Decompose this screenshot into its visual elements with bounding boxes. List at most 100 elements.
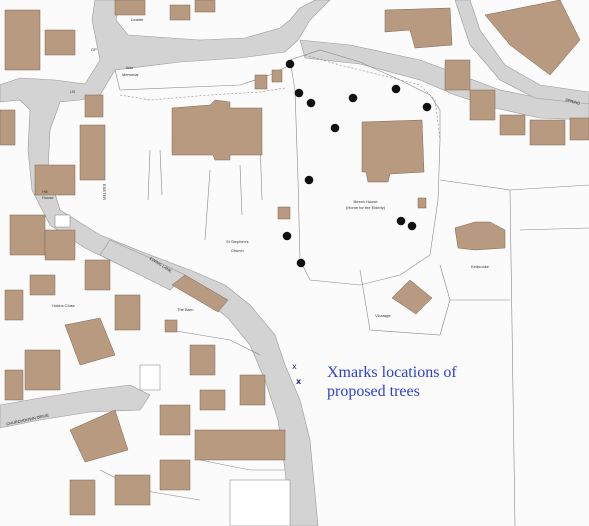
annotation-line-1: Xmarks locations of — [327, 364, 457, 381]
beech-house-building — [361, 119, 425, 183]
building-ne-5 — [499, 114, 526, 136]
lb-label: LB — [70, 89, 75, 94]
building-w-13 — [4, 369, 24, 401]
proposed-tree-marker-2: x — [296, 377, 302, 386]
building-nw-2 — [44, 29, 76, 56]
proposed-tree-marker-1: x — [292, 362, 297, 371]
building-small-1 — [277, 206, 291, 220]
war-memorial-line2: Memorial — [122, 72, 139, 77]
building-top-5 — [271, 69, 283, 83]
road-north-east — [299, 39, 589, 121]
road-east-curve — [454, 0, 589, 105]
church-label: St Stephen's Church — [226, 240, 249, 253]
building-c-4 — [159, 404, 191, 436]
site-boundary — [289, 49, 441, 286]
gp-label: GP — [91, 47, 97, 52]
building-ne-2 — [484, 0, 581, 76]
building-w-2 — [84, 94, 104, 118]
building-ne-1 — [384, 7, 453, 49]
building-ne-4 — [469, 89, 496, 121]
building-c-3 — [199, 389, 226, 411]
tree-dot — [296, 258, 306, 268]
the-barn-building — [171, 274, 229, 313]
church-lines — [147, 139, 263, 241]
building-w-4 — [34, 164, 76, 196]
kelbrooke-label: Kelbrooke — [471, 264, 490, 269]
building-top-1 — [114, 0, 146, 16]
vicarage-label: Vicarage — [375, 313, 391, 318]
hill-house-label: Hill House — [42, 190, 54, 200]
building-w-8 — [29, 274, 56, 296]
building-w-3 — [0, 109, 16, 146]
hobbs-close-label: Hobbs Close — [52, 303, 75, 308]
church-label-line2: Church — [230, 248, 244, 253]
building-top-3 — [194, 0, 216, 13]
vicarage-boundary — [359, 264, 451, 336]
outline-3 — [54, 214, 71, 228]
building-s-1 — [69, 409, 129, 463]
tree-dot — [330, 123, 340, 133]
building-s-4 — [114, 474, 151, 506]
hill-house-line1: Hill — [42, 189, 48, 194]
beech-house-label-line1: Beech House — [353, 199, 378, 204]
east-field-1 — [439, 179, 589, 191]
church-building — [171, 99, 263, 161]
building-w-12 — [24, 349, 61, 391]
building-s-5 — [69, 479, 96, 516]
vicarage-building — [391, 279, 433, 315]
east-field-2 — [509, 189, 516, 526]
tree-dot — [396, 216, 406, 226]
existing-trees — [282, 59, 432, 268]
building-w-7 — [84, 259, 111, 291]
building-small-2 — [417, 197, 427, 209]
tree-dot — [348, 93, 358, 103]
tree-dot — [407, 221, 417, 231]
outline-2 — [229, 479, 291, 526]
tree-dot — [282, 231, 292, 241]
building-s-2 — [194, 429, 286, 461]
exeter-road-label: EXETER — [102, 183, 108, 201]
boundaries — [99, 49, 589, 526]
tree-dot — [422, 102, 432, 112]
annotation-line-2: proposed trees — [327, 383, 420, 400]
road-churchdown — [0, 384, 151, 429]
war-memorial-label: War Memorial — [122, 66, 138, 77]
tree-dot — [294, 88, 304, 98]
hill-house-line2: House — [42, 195, 54, 200]
tree-dot — [304, 175, 314, 185]
building-top-2 — [169, 4, 191, 21]
leader-label: Leader — [131, 17, 144, 22]
building-w-11 — [64, 317, 116, 366]
the-barn-label: The Barn — [177, 307, 194, 312]
building-s-3 — [159, 459, 191, 491]
building-c-2 — [239, 374, 266, 406]
beech-house-label-line2: (Home for the Elderly) — [346, 205, 386, 210]
tree-dot — [391, 84, 401, 94]
church-label-line1: St Stephen's — [226, 239, 249, 244]
building-w-1 — [79, 124, 106, 181]
road-ewing — [99, 239, 186, 291]
east-field-4 — [519, 227, 589, 231]
tree-dot — [306, 98, 316, 108]
building-w-10 — [114, 294, 141, 331]
outline-structures — [54, 214, 291, 526]
outline-1 — [139, 364, 161, 391]
kelbrooke-building — [454, 221, 506, 251]
building-small-3 — [164, 319, 178, 333]
building-nw-1 — [4, 9, 41, 71]
building-ne-3 — [444, 59, 471, 91]
footpath-1 — [119, 87, 286, 101]
building-ne-7 — [569, 117, 589, 141]
south-boundary-1 — [169, 329, 261, 356]
proposed-trees-annotation: Xmarks locations of proposed trees — [327, 363, 487, 401]
building-w-6 — [44, 229, 76, 261]
south-boundary-2 — [199, 459, 285, 471]
building-c-1 — [189, 344, 216, 376]
building-w-5 — [9, 214, 46, 256]
building-ne-6 — [529, 119, 566, 146]
beech-house-label: Beech House (Home for the Elderly) — [346, 200, 385, 210]
